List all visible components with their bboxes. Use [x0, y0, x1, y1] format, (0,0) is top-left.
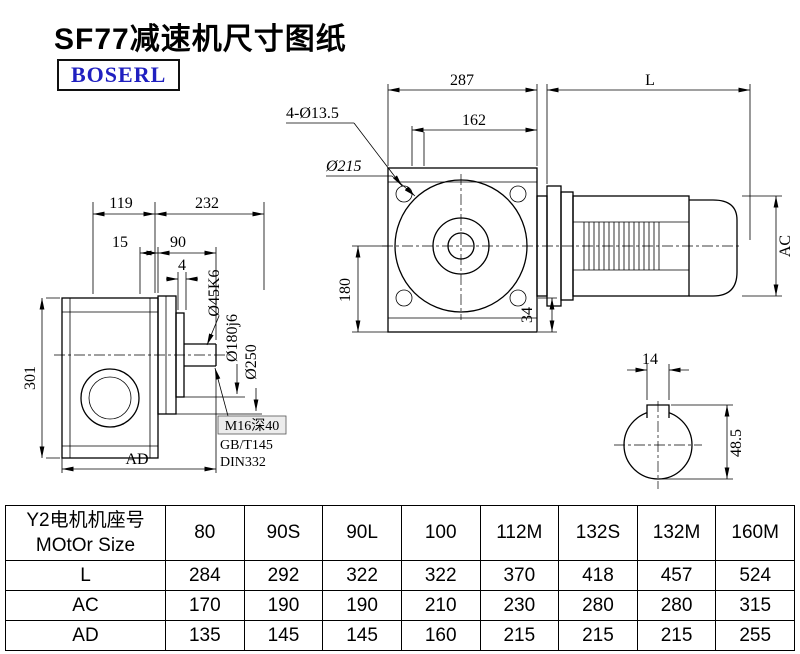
table-cell: 135 — [165, 620, 245, 651]
flange-od-callout: Ø250 — [176, 344, 262, 415]
table-cell: 280 — [636, 590, 717, 621]
size-col-header: 112M — [479, 505, 560, 561]
brand-logo: BOSERL — [57, 59, 181, 91]
bolt-holes-label: 4-Ø13.5 — [286, 105, 339, 122]
dim-180: 180 — [337, 245, 388, 333]
shaft-dia-label: Ø45K6 — [206, 269, 223, 316]
page-title: SF77减速机尺寸图纸 — [54, 23, 347, 56]
dim-162: 162 — [411, 112, 537, 166]
dim-301-label: 301 — [22, 366, 39, 390]
dim-287-label: 287 — [450, 72, 474, 89]
gearbox-housing-front — [382, 167, 742, 333]
flange-dia-label: Ø215 — [325, 158, 362, 175]
dim-180-label: 180 — [337, 278, 354, 302]
spigot-dia-callout: Ø180j6 — [184, 314, 245, 398]
table-cell: 284 — [165, 560, 245, 591]
size-col-header: 90S — [243, 505, 324, 561]
table-cell: 215 — [479, 620, 560, 651]
bolt-holes-callout: 4-Ø13.5 — [286, 105, 403, 187]
motor-size-header-cell: Y2电机机座号 MOtOr Size — [5, 505, 166, 561]
table-header-row: Y2电机机座号 MOtOr Size 80 90S 90L 100 112M 1… — [5, 505, 795, 561]
dim-15-label: 15 — [112, 234, 128, 251]
dim-119-232: 119 232 — [92, 195, 265, 294]
table-row-L: L 284 292 322 322 370 418 457 524 — [5, 560, 795, 591]
header-label-cn: Y2电机机座号 — [26, 509, 145, 531]
spigot-dia-label: Ø180j6 — [224, 314, 241, 362]
size-col-header: 160M — [715, 505, 795, 561]
standard-din-label: DIN332 — [220, 455, 266, 470]
dim-287: 287 — [387, 72, 538, 166]
table-cell: 215 — [636, 620, 717, 651]
size-col-header: 100 — [400, 505, 481, 561]
dim-AC-label: AC — [777, 235, 794, 257]
side-view: 119 232 15 90 4 301 — [22, 195, 287, 473]
motor-fan-cover — [689, 199, 738, 297]
table-cell: 255 — [715, 620, 795, 651]
table-cell: 370 — [479, 560, 560, 591]
front-view: 287 L 162 4-Ø13.5 Ø215 — [286, 72, 794, 333]
flange-dia-callout: Ø215 — [325, 158, 416, 197]
dim-301: 301 — [22, 297, 60, 459]
table-cell: 215 — [558, 620, 638, 651]
dim-34-label: 34 — [519, 307, 536, 323]
row-label: AC — [5, 590, 166, 621]
dim-4-label: 4 — [178, 257, 186, 274]
dim-48-5: 48.5 — [660, 404, 745, 480]
table-cell: 524 — [715, 560, 795, 591]
dim-AD: AD — [61, 372, 217, 473]
motor-outline — [536, 185, 738, 307]
size-col-header: 80 — [165, 505, 245, 561]
size-col-header: 90L — [322, 505, 402, 561]
dim-AD-label: AD — [125, 451, 148, 468]
size-col-header: 132M — [636, 505, 717, 561]
technical-drawing: 287 L 162 4-Ø13.5 Ø215 — [22, 72, 794, 489]
table-cell: 210 — [400, 590, 481, 621]
table-cell: 457 — [636, 560, 717, 591]
table-cell: 315 — [715, 590, 795, 621]
table-cell: 190 — [322, 590, 402, 621]
dim-119-label: 119 — [109, 195, 132, 212]
table-cell: 322 — [400, 560, 481, 591]
shaft-section: 14 48.5 — [614, 351, 745, 489]
dim-15-90: 15 90 — [112, 234, 217, 340]
table-cell: 170 — [165, 590, 245, 621]
dim-AC: AC — [742, 195, 794, 297]
table-cell: 145 — [322, 620, 402, 651]
dim-34: 34 — [519, 297, 557, 333]
size-col-header: 132S — [558, 505, 638, 561]
dim-162-label: 162 — [462, 112, 486, 129]
table-cell: 190 — [243, 590, 324, 621]
table-row-AD: AD 135 145 145 160 215 215 215 255 — [5, 620, 795, 651]
flange-od-label: Ø250 — [243, 344, 260, 380]
dim-4: 4 — [166, 257, 198, 310]
dim-14-label: 14 — [642, 351, 658, 368]
table-cell: 280 — [558, 590, 638, 621]
table-cell: 160 — [400, 620, 481, 651]
row-label: L — [5, 560, 166, 591]
standard-gb-label: GB/T145 — [220, 438, 273, 453]
dim-232-label: 232 — [195, 195, 219, 212]
motor-size-table: Y2电机机座号 MOtOr Size 80 90S 90L 100 112M 1… — [5, 505, 795, 651]
dim-L: L — [546, 72, 751, 240]
header-label-en: MOtOr Size — [35, 535, 136, 556]
motor-cooling-fins — [583, 222, 660, 270]
tap-hole-label: M16深40 — [225, 418, 279, 434]
table-cell: 322 — [322, 560, 402, 591]
table-cell: 418 — [558, 560, 638, 591]
dim-14: 14 — [627, 351, 689, 400]
dim-L-label: L — [645, 72, 655, 89]
dim-90-label: 90 — [170, 234, 186, 251]
table-cell: 292 — [243, 560, 324, 591]
brand-logo-text: BOSERL — [71, 62, 167, 87]
gearbox-housing-side — [54, 295, 232, 459]
tap-hole-note: M16深40 GB/T145 DIN332 — [214, 367, 287, 470]
shaft-dia-callout: Ø45K6 — [206, 269, 223, 346]
table-cell: 145 — [243, 620, 324, 651]
row-label: AD — [5, 620, 166, 651]
table-cell: 230 — [479, 590, 560, 621]
table-row-AC: AC 170 190 190 210 230 280 280 315 — [5, 590, 795, 621]
dim-48-5-label: 48.5 — [728, 429, 745, 457]
